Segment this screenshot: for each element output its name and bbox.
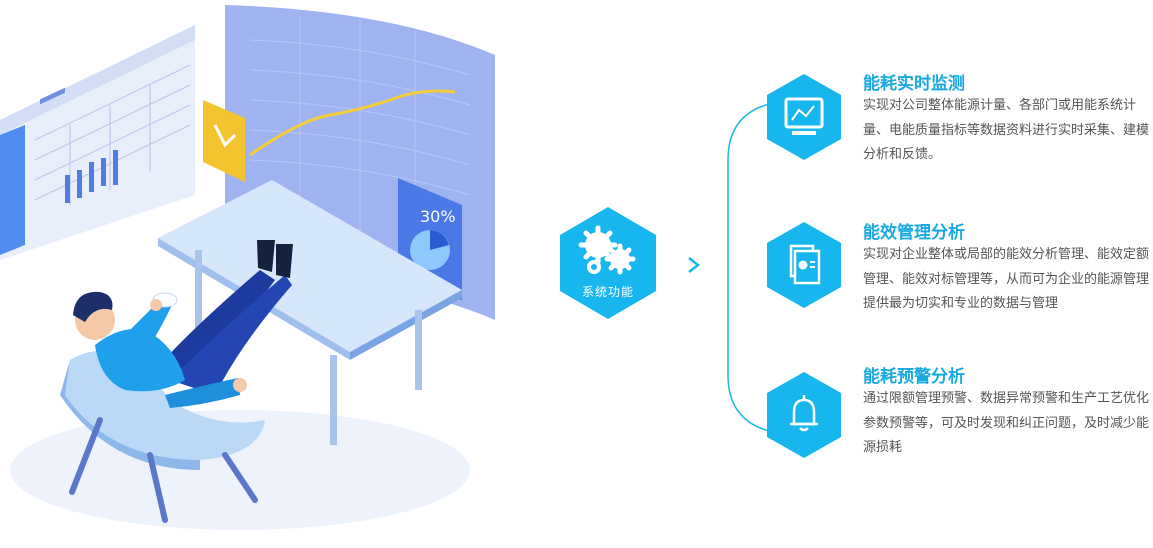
- bell-icon: [790, 395, 818, 432]
- monitor-chart-icon: [784, 97, 824, 135]
- percent-label: 30%: [420, 207, 456, 226]
- hexagon-shape: [560, 207, 656, 319]
- feature-consumption-warning: [764, 370, 844, 464]
- gears-icon: [578, 225, 636, 275]
- feature-description: 通过限额管理预警、数据异常预警和生产工艺优化参数预警等，可及时发现和纠正问题，及…: [863, 391, 1150, 455]
- illustration-person-at-desk: 30%: [0, 5, 495, 530]
- chevron-right-icon: [688, 257, 701, 273]
- feature-title: 能耗实时监测: [863, 74, 965, 94]
- feature-hexagon: [767, 222, 841, 308]
- feature-realtime-monitoring: [764, 72, 844, 166]
- feature-efficiency-analysis: [764, 220, 844, 314]
- feature-description: 实现对企业整体或局部的能效分析管理、能效定额管理、能效对标管理等，从而可为企业的…: [863, 247, 1150, 311]
- feature-description: 实现对公司整体能源计量、各部门或用能系统计量、电能质量指标等数据资料进行实时采集…: [863, 98, 1150, 162]
- system-functions-hexagon: 系统功能: [556, 205, 660, 321]
- feature-hexagon: [767, 74, 841, 160]
- report-documents-icon: [789, 244, 821, 285]
- connector-bracket: [727, 101, 780, 434]
- feature-title: 能耗预警分析: [863, 367, 965, 387]
- feature-hexagon: [767, 372, 841, 458]
- feature-title: 能效管理分析: [863, 223, 965, 243]
- center-label: 系统功能: [581, 285, 634, 299]
